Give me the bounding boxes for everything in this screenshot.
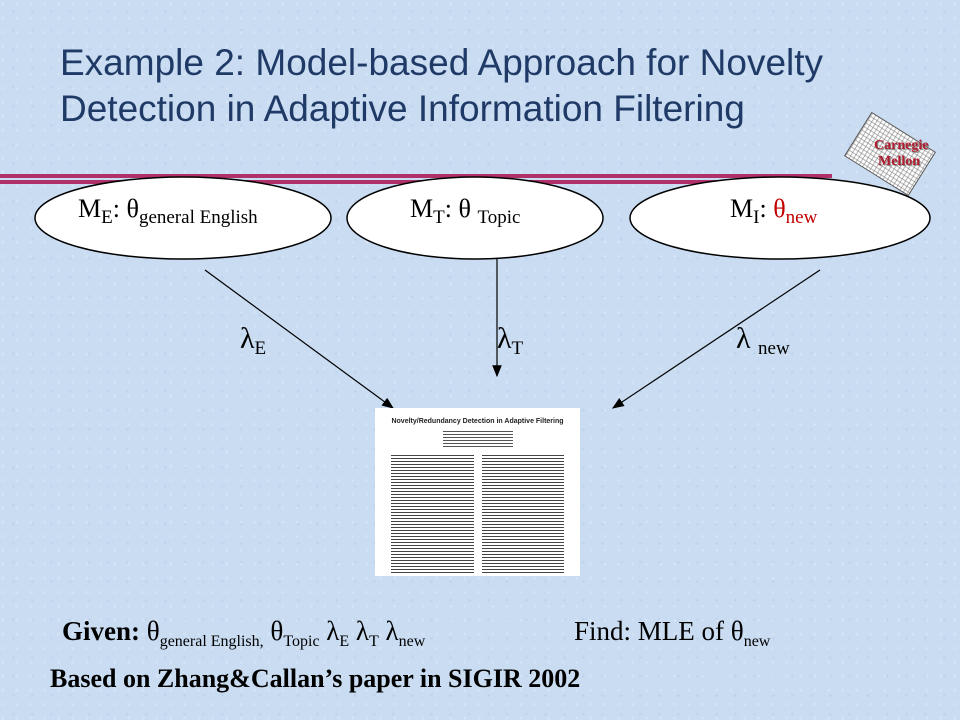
paper-column-left [391,455,474,573]
source-citation: Based on Zhang&Callan’s paper in SIGIR 2… [50,664,581,693]
model-e-ellipse [34,176,332,260]
title-line-2: Detection in Adaptive Information Filter… [60,88,745,129]
slide-title: Example 2: Model-based Approach for Nove… [60,40,880,132]
paper-column-right [481,455,564,573]
arrow-e [204,269,394,409]
model-t-label: MT: θ Topic [410,194,521,228]
find-statement: Find: MLE of θnew [574,616,771,650]
lambda-t-label: λT [497,322,524,359]
model-t-ellipse [346,176,604,260]
model-i-ellipse [629,176,931,260]
model-e-label: ME: θgeneral English [78,194,258,228]
model-i-label: MI: θnew [730,194,818,228]
paper-authors-block [442,431,513,449]
arrow-new [612,269,821,409]
title-line-1: Example 2: Model-based Approach for Nove… [60,42,824,83]
paper-body [391,455,564,573]
cmu-logo-text: Carnegie Mellon [874,138,929,169]
lambda-e-label: λE [240,322,267,359]
given-statement: Given: θgeneral English, θTopic λE λT λn… [62,616,426,650]
given-label: Given: [62,616,140,646]
theta-new-symbol: θ [773,194,786,223]
paper-title: Novelty/Redundancy Detection in Adaptive… [391,418,564,425]
paper-thumbnail: Novelty/Redundancy Detection in Adaptive… [375,408,580,576]
lambda-new-label: λ new [736,322,790,359]
